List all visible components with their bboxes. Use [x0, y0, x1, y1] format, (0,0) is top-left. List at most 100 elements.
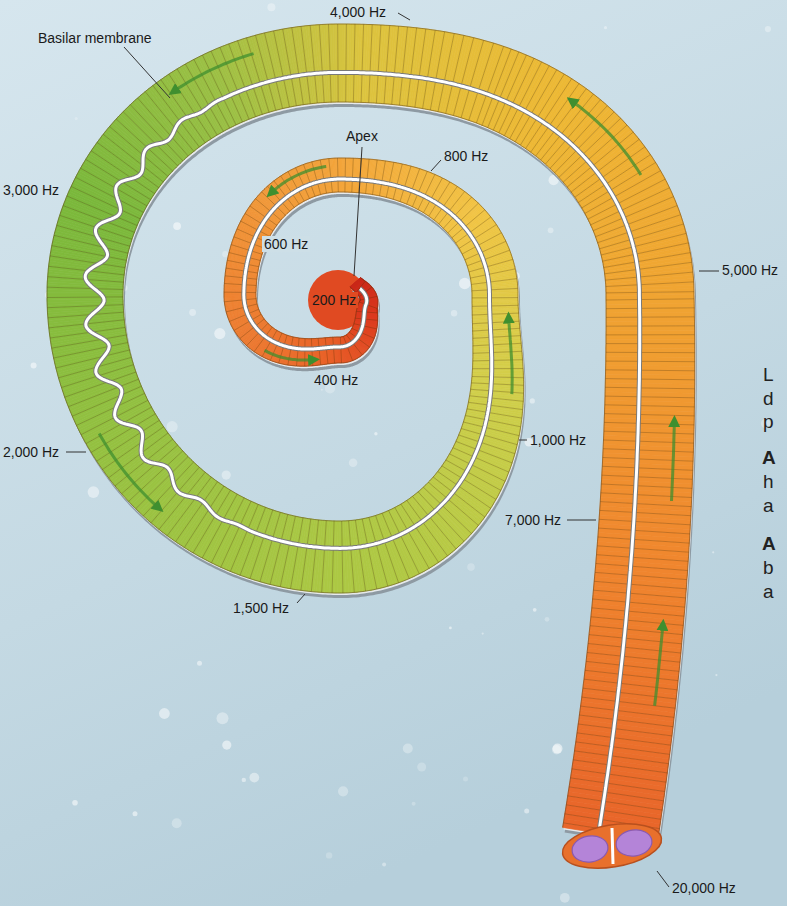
band-tick — [54, 235, 128, 253]
band-tick — [467, 409, 522, 418]
band-tick — [605, 396, 695, 398]
band-tick — [292, 28, 304, 105]
band-tick — [606, 343, 695, 344]
band-tick — [591, 188, 670, 225]
band-segment — [224, 293, 256, 294]
band-tick — [476, 46, 503, 123]
band-tick — [604, 431, 694, 434]
band-tick — [515, 70, 557, 142]
band-tick — [393, 164, 402, 199]
band-tick — [297, 338, 300, 366]
bubble — [88, 486, 100, 498]
band-tick — [399, 27, 407, 105]
band-segment — [344, 158, 346, 192]
band-tick — [482, 49, 511, 125]
band-tick — [376, 516, 399, 583]
band-segment — [341, 337, 344, 363]
band-segment — [224, 291, 256, 292]
bubble — [267, 3, 275, 11]
band-tick — [470, 269, 515, 278]
band-tick — [601, 233, 686, 255]
band-tick — [320, 160, 326, 193]
band-tick — [54, 343, 128, 359]
band-tick — [461, 40, 484, 118]
bubble — [159, 708, 170, 719]
bubble — [553, 744, 563, 754]
band-segment — [47, 295, 123, 298]
band-tick — [342, 521, 343, 593]
band-segment — [606, 295, 694, 301]
band-tick — [226, 268, 258, 273]
band-tick — [110, 127, 168, 177]
band-segment — [606, 335, 695, 340]
spiral-wall — [49, 29, 697, 848]
band-segment — [312, 339, 314, 366]
band-segment — [606, 365, 695, 370]
band-tick — [337, 24, 339, 102]
band-tick — [463, 422, 519, 436]
band-tick — [473, 328, 520, 331]
spiral-wall-light — [48, 26, 696, 845]
band-tick — [596, 206, 678, 237]
band-tick — [461, 429, 517, 445]
band-tick — [47, 296, 123, 298]
band-tick — [224, 299, 256, 302]
band-tick — [446, 35, 464, 113]
band-tick — [471, 279, 517, 285]
band-segment — [224, 285, 256, 288]
band-tick — [588, 179, 665, 219]
band-segment — [304, 339, 305, 367]
band-tick — [56, 350, 130, 368]
bubble — [189, 309, 196, 316]
band-tick — [415, 29, 426, 107]
band-segment — [606, 321, 694, 326]
bubble — [349, 459, 358, 468]
band-segment — [307, 339, 308, 367]
band-tick — [470, 396, 524, 402]
band-tick — [76, 177, 144, 212]
band-tick — [468, 402, 522, 409]
band-segment — [224, 292, 256, 293]
band-tick — [344, 158, 346, 192]
bubble — [326, 852, 332, 858]
band-tick — [504, 62, 541, 136]
band-segment — [472, 296, 518, 298]
band-tick — [109, 433, 168, 478]
band-segment — [605, 374, 694, 380]
band-segment — [606, 303, 694, 308]
band-tick — [71, 187, 140, 219]
band-tick — [606, 361, 695, 363]
bubble — [459, 278, 470, 289]
band-segment — [344, 24, 347, 102]
bubble — [217, 712, 229, 724]
band-segment — [606, 357, 695, 362]
bubble — [222, 471, 231, 480]
bubbles — [31, 3, 771, 902]
band-tick — [337, 158, 339, 192]
band-tick — [510, 66, 550, 139]
band-segment — [47, 297, 123, 300]
band-tick — [226, 304, 257, 312]
band-tick — [325, 338, 328, 364]
band-segment — [340, 337, 341, 363]
band-tick — [265, 33, 283, 109]
band-tick — [605, 379, 694, 380]
bubble — [75, 117, 78, 120]
band-tick — [349, 521, 355, 593]
bubble — [173, 222, 181, 230]
bubble — [222, 251, 228, 257]
band-tick — [471, 389, 524, 393]
band-segment — [606, 330, 695, 335]
band-tick — [329, 24, 332, 102]
band-tick — [430, 32, 444, 110]
band-tick — [606, 299, 694, 300]
band-tick — [355, 318, 377, 320]
band-tick — [355, 520, 365, 591]
band-tick — [227, 260, 259, 266]
bubble — [482, 633, 484, 635]
band-tick — [606, 292, 694, 293]
band-tick — [606, 352, 695, 353]
bubble — [403, 744, 413, 754]
band-tick — [366, 159, 370, 194]
